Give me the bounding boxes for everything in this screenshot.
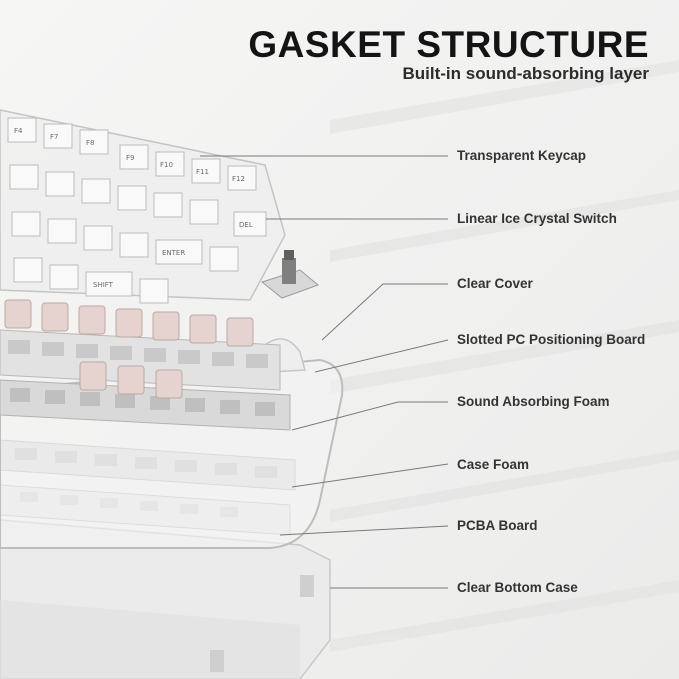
label-clear-bottom-case: Clear Bottom Case [457,580,578,595]
keycap-legend: SHIFT [93,281,114,289]
label-linear-ice-crystal-switch: Linear Ice Crystal Switch [457,211,617,226]
page-title: GASKET STRUCTURE [248,24,649,65]
leader-lines [200,155,449,589]
leader-line-sound-foam [291,401,448,431]
sound-absorbing-foam [0,379,291,431]
label-pcba-board: PCBA Board [457,518,538,533]
keycap-legend: F8 [86,139,94,147]
keycap-legend: ENTER [162,249,185,257]
keycap-legend: F10 [160,161,173,169]
label-sound-absorbing-foam: Sound Absorbing Foam [457,394,610,409]
keycap-legend: F4 [14,127,23,135]
keycap-legend: F7 [50,133,58,141]
linear-switches [4,299,254,399]
leader-line-pc-board [314,339,449,373]
label-clear-cover: Clear Cover [457,276,533,291]
keycap-legend: F9 [126,154,134,162]
page-subtitle: Built-in sound-absorbing layer [402,64,649,83]
slotted-pc-positioning-board [0,329,281,391]
leader-line-clear-cover [321,283,448,341]
keycap-legend: F11 [196,168,209,176]
label-slotted-pc-positioning-board: Slotted PC Positioning Board [457,332,646,347]
single-switch-exploded [260,250,319,299]
label-case-foam: Case Foam [457,457,530,472]
keycap-legend: F12 [232,175,245,183]
leader-line-pcba [279,525,449,536]
transparent-keycaps: F4 F7 F8 F9 F10 F11 F12 DEL ENTER SHIFT [0,109,286,304]
label-transparent-keycap: Transparent Keycap [457,148,587,163]
keycap-legend: DEL [239,221,253,229]
leader-line-case-foam [291,463,449,488]
clear-bottom-case [0,519,331,679]
